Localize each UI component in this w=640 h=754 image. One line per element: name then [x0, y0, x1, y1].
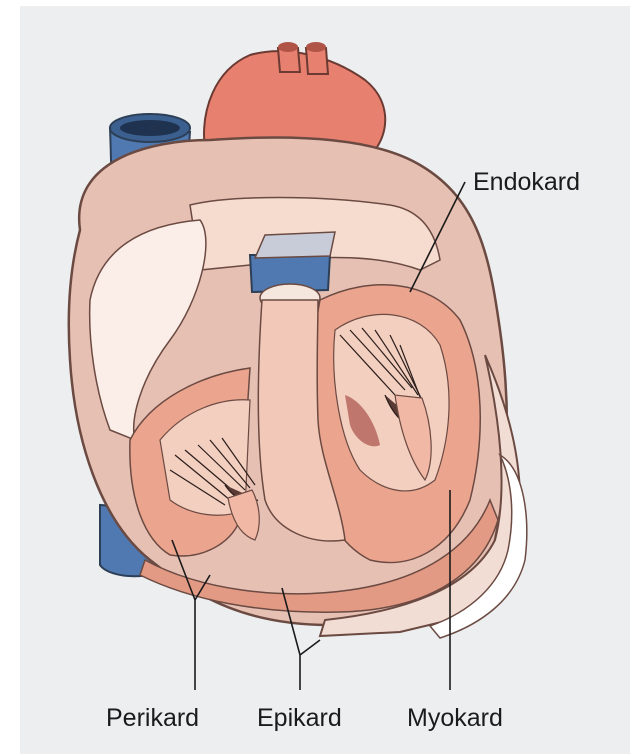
aorta — [204, 42, 385, 150]
epikard-label: Epikard — [257, 706, 342, 731]
myokard-label: Myokard — [407, 706, 503, 731]
endokard-label: Endokard — [473, 170, 580, 195]
perikard-label: Perikard — [106, 706, 199, 731]
